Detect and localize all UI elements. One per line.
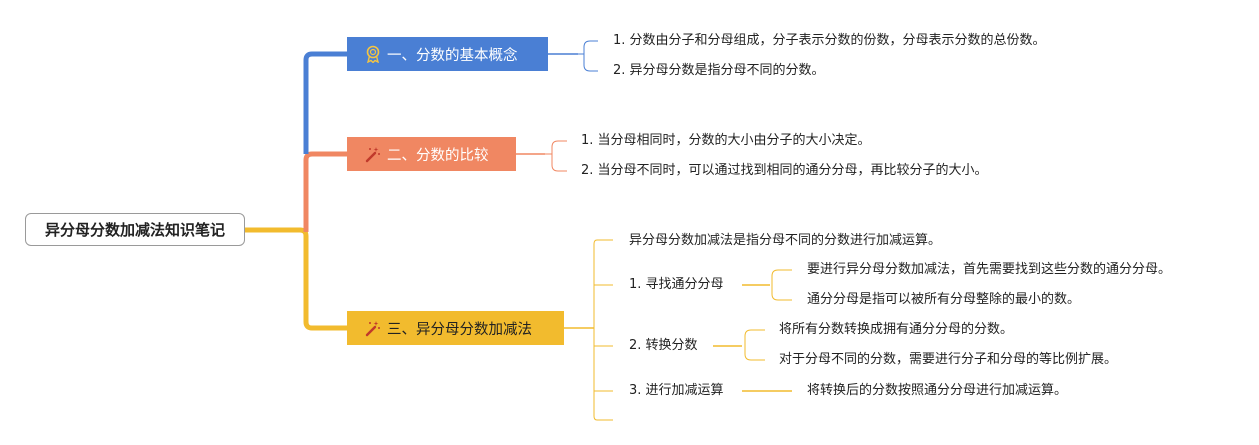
- branch-node-comparison[interactable]: 二、分数的比较: [347, 137, 516, 171]
- step-node[interactable]: 1. 寻找通分分母: [629, 277, 724, 292]
- leaf-text[interactable]: 将所有分数转换成拥有通分分母的分数。: [779, 322, 1014, 337]
- step-node[interactable]: 2. 转换分数: [629, 338, 698, 353]
- leaf-text[interactable]: 2. 当分母不同时，可以通过找到相同的通分分母，再比较分子的大小。: [581, 163, 988, 178]
- leaf-text[interactable]: 2. 异分母分数是指分母不同的分数。: [613, 63, 825, 78]
- step-node[interactable]: 3. 进行加减运算: [629, 383, 724, 398]
- branch-label: 一、分数的基本概念: [387, 47, 518, 64]
- leaf-text[interactable]: 1. 分数由分子和分母组成，分子表示分数的份数，分母表示分数的总份数。: [613, 33, 1046, 48]
- branch-node-add-subtract[interactable]: 三、异分母分数加减法: [347, 311, 564, 345]
- leaf-text-intro[interactable]: 异分母分数加减法是指分母不同的分数进行加减运算。: [629, 233, 942, 248]
- leaf-text[interactable]: 将转换后的分数按照通分分母进行加减运算。: [807, 383, 1068, 398]
- leaf-text[interactable]: 1. 当分母相同时，分数的大小由分子的大小决定。: [581, 133, 871, 148]
- branch-node-basic-concept[interactable]: 一、分数的基本概念: [347, 37, 548, 71]
- root-title: 异分母分数加减法知识笔记: [44, 221, 225, 239]
- root-node[interactable]: 异分母分数加减法知识笔记: [25, 213, 245, 246]
- medal-icon: [363, 44, 383, 64]
- magic-wand-icon: [363, 144, 383, 164]
- magic-wand-icon: [363, 318, 383, 338]
- leaf-text[interactable]: 通分分母是指可以被所有分母整除的最小的数。: [807, 292, 1081, 307]
- leaf-text[interactable]: 对于分母不同的分数，需要进行分子和分母的等比例扩展。: [779, 352, 1118, 367]
- leaf-text[interactable]: 要进行异分母分数加减法，首先需要找到这些分数的通分分母。: [807, 262, 1172, 277]
- branch-label: 二、分数的比较: [387, 147, 489, 164]
- branch-label: 三、异分母分数加减法: [387, 321, 532, 338]
